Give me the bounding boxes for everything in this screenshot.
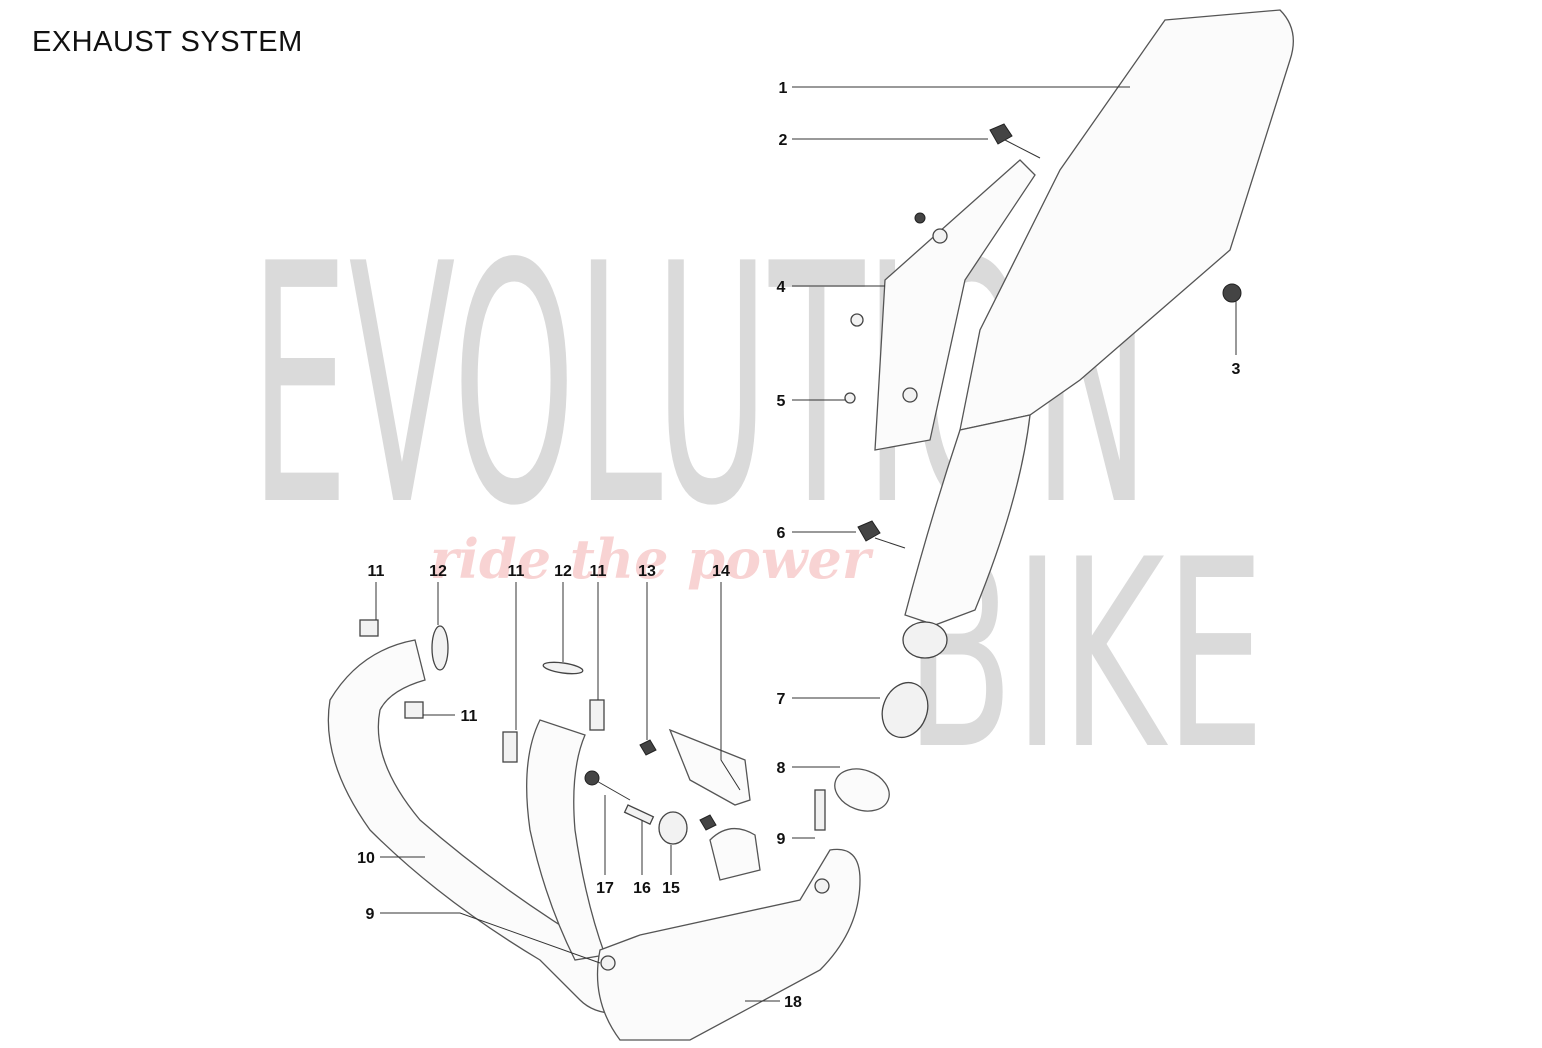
callout-1: 1 [779, 80, 788, 97]
callout-5: 5 [777, 393, 786, 410]
callout-9-sensor-right: 9 [777, 831, 786, 848]
callout-3: 3 [1232, 361, 1241, 378]
part-headers [327, 639, 861, 1041]
callout-11-d: 11 [461, 708, 478, 725]
callout-13: 13 [638, 563, 656, 580]
callout-4: 4 [777, 279, 786, 296]
callout-18: 18 [784, 994, 802, 1011]
callouts: 1 2 3 4 5 6 7 8 9 10 9 11 12 11 12 11 13… [357, 80, 1240, 1011]
leader-lines [375, 86, 1237, 1002]
callout-15: 15 [662, 880, 680, 897]
callout-12-a: 12 [429, 563, 447, 580]
callout-9-sensor-left: 9 [366, 906, 375, 923]
watermark-tagline: ride the power [430, 527, 874, 591]
callout-7: 7 [777, 691, 786, 708]
part-muffler [902, 9, 1294, 659]
callout-12-b: 12 [554, 563, 572, 580]
diagram-title: EXHAUST SYSTEM [32, 26, 303, 58]
callout-10: 10 [357, 850, 375, 867]
callout-16: 16 [633, 880, 651, 897]
callout-8: 8 [777, 760, 786, 777]
callout-17: 17 [596, 880, 614, 897]
callout-11-b: 11 [508, 563, 525, 580]
part-bracket [584, 728, 751, 845]
part-bolts [844, 123, 1242, 549]
callout-11-a: 11 [368, 563, 385, 580]
part-heat-shield [874, 159, 1036, 451]
callout-11-c: 11 [590, 563, 607, 580]
callout-14: 14 [712, 563, 730, 580]
callout-6: 6 [777, 525, 786, 542]
callout-2: 2 [779, 132, 788, 149]
